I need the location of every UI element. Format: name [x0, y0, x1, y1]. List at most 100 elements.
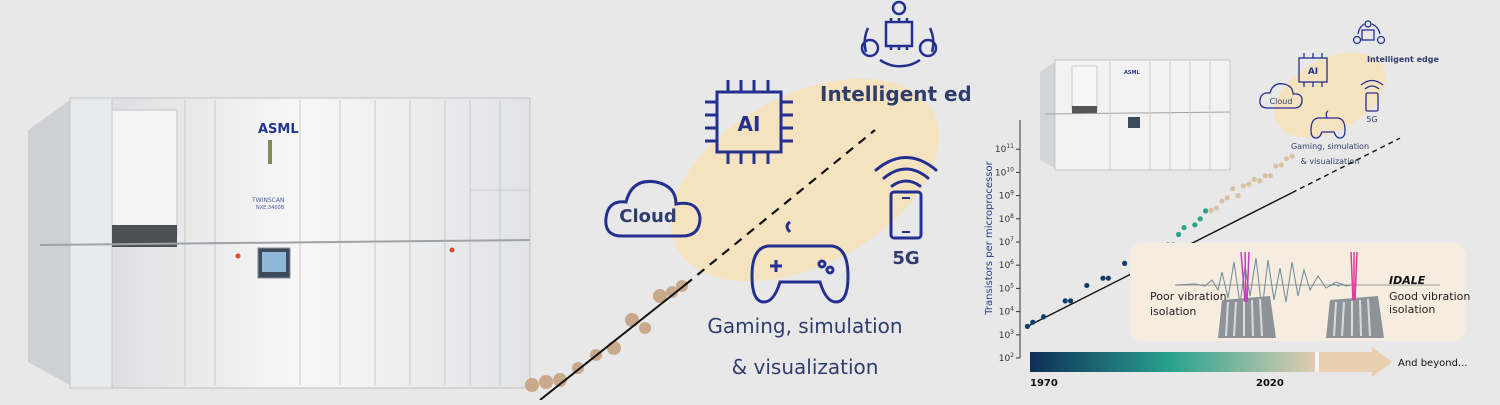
y-tick-label: 109 — [999, 190, 1014, 202]
application-blob — [670, 78, 940, 282]
trend-solid-line — [539, 284, 686, 401]
data-point — [1084, 282, 1090, 289]
machine-model-name: TWINSCAN — [251, 197, 284, 204]
five-g-label: 5G — [892, 248, 919, 269]
data-point — [1262, 173, 1268, 179]
data-point — [1289, 153, 1295, 159]
poor-isolation-line2: isolation — [1150, 305, 1196, 318]
poor-isolation-line1: Poor vibration — [1150, 290, 1227, 303]
data-point — [1122, 260, 1128, 266]
inset-gaming-label-line1: Gaming, simulation — [1291, 142, 1369, 151]
cloud-label: Cloud — [619, 206, 676, 227]
data-point — [1267, 173, 1273, 179]
good-isolation-line2: isolation — [1389, 303, 1435, 316]
idale-label: IDALE — [1389, 274, 1426, 287]
data-point — [1273, 163, 1279, 169]
x-mid-label: 2020 — [1256, 378, 1284, 389]
data-point — [1278, 162, 1284, 168]
intelligent-edge-label: Intelligent edge — [820, 82, 970, 106]
application-trend-diagram: AI Intelligent edge Cloud 5G Gaming, sim… — [520, 0, 1000, 401]
chart-canvas: ASML Intelligent edge AI Cloud 5G Gaming… — [984, 20, 1470, 389]
data-point — [1203, 208, 1209, 214]
inset-machine-brand: ASML — [1124, 70, 1140, 76]
inset-smartphone-icon — [1365, 92, 1379, 112]
data-point — [1024, 323, 1030, 330]
y-axis-label: Transistors per microprocessor — [984, 160, 995, 315]
smartphone-icon — [889, 190, 923, 240]
data-points — [1024, 153, 1295, 330]
y-tick-label: 106 — [999, 259, 1014, 271]
inset-gamepad-icon — [1310, 110, 1346, 139]
y-tick-label: 107 — [999, 236, 1014, 248]
cloud-icon — [604, 179, 702, 238]
y-tick-label: 1010 — [995, 166, 1014, 178]
future-arrow — [1317, 347, 1392, 377]
inset-intelligent-edge-label: Intelligent edge — [1367, 55, 1439, 64]
inset-cpu-network-icon — [1352, 20, 1386, 45]
data-point — [1208, 207, 1214, 214]
data-point — [1235, 193, 1241, 199]
cpu-network-icon — [860, 0, 938, 68]
y-tick-label: 1011 — [995, 143, 1014, 155]
inset-ai-label: AI — [1308, 67, 1318, 77]
data-point — [1062, 298, 1068, 304]
x-start-label: 1970 — [1030, 378, 1058, 389]
gamepad-icon — [750, 220, 850, 304]
inset-cloud-label: Cloud — [1270, 97, 1293, 106]
trend-dashed-line — [684, 129, 876, 286]
data-point — [1197, 216, 1203, 222]
machine-model-code: NXE:3400B — [256, 205, 285, 211]
poor-isolation-wafer — [1218, 251, 1276, 338]
data-point — [1100, 275, 1106, 281]
vibration-comparison-inset: Poor vibration isolation IDALE Good vibr… — [1130, 243, 1470, 341]
data-point — [1105, 275, 1111, 281]
machine-brand: ASML — [258, 122, 299, 137]
data-point — [1246, 181, 1252, 187]
data-point — [1219, 198, 1225, 204]
data-point — [1068, 298, 1074, 304]
historical-dots — [525, 280, 688, 392]
data-point — [1284, 156, 1290, 162]
wifi-icon — [874, 156, 938, 188]
inset-application-blob — [1274, 52, 1386, 138]
machine-screen — [262, 252, 286, 272]
data-point — [1224, 195, 1230, 201]
data-point — [1213, 205, 1219, 211]
y-tick-label: 108 — [999, 213, 1014, 225]
good-isolation-wafer — [1326, 251, 1384, 338]
data-point — [1251, 176, 1257, 182]
timeline-bar — [1030, 352, 1315, 372]
ai-label: AI — [738, 112, 761, 136]
data-point — [1240, 183, 1246, 189]
inset-machine: ASML — [1040, 59, 1231, 171]
inset-wifi-icon — [1360, 79, 1384, 90]
machine-illustration: ASML TWINSCAN NXE:3400B — [0, 0, 540, 400]
inset-cloud-icon — [1259, 83, 1303, 109]
wafer-handler — [112, 225, 177, 247]
inset-gaming-label-line2: & visualization — [1301, 157, 1360, 166]
machine-side-panel — [28, 100, 70, 385]
data-point — [1176, 231, 1182, 238]
transistor-chart: ASML Intelligent edge AI Cloud 5G Gaming… — [975, 0, 1500, 400]
data-point — [1041, 314, 1047, 320]
ai-chip-icon — [705, 80, 793, 164]
y-tick-label: 103 — [999, 329, 1014, 341]
gaming-label-line1: Gaming, simulation — [707, 314, 902, 338]
data-point — [1230, 186, 1236, 192]
y-tick-label: 104 — [999, 306, 1014, 318]
trend-canvas: AI Intelligent edge Cloud 5G Gaming, sim… — [525, 0, 1000, 401]
y-tick-label: 105 — [999, 282, 1014, 294]
x-end-label: And beyond... — [1398, 358, 1467, 369]
data-point — [1192, 222, 1198, 228]
data-point — [1257, 178, 1263, 184]
data-point — [1030, 319, 1036, 325]
inset-five-g-label: 5G — [1366, 115, 1377, 124]
vibration-signal — [1174, 257, 1357, 311]
y-tick-labels: 102 103 104 105 106 107 108 109 1010 1011 — [995, 143, 1020, 364]
gaming-label-line2: & visualization — [732, 355, 879, 379]
moore-trend-projection — [1291, 137, 1401, 194]
inset-ai-chip-icon — [1298, 53, 1328, 87]
data-point — [1181, 224, 1187, 231]
lithography-machine: ASML TWINSCAN NXE:3400B — [28, 97, 531, 389]
y-tick-label: 102 — [999, 352, 1014, 364]
